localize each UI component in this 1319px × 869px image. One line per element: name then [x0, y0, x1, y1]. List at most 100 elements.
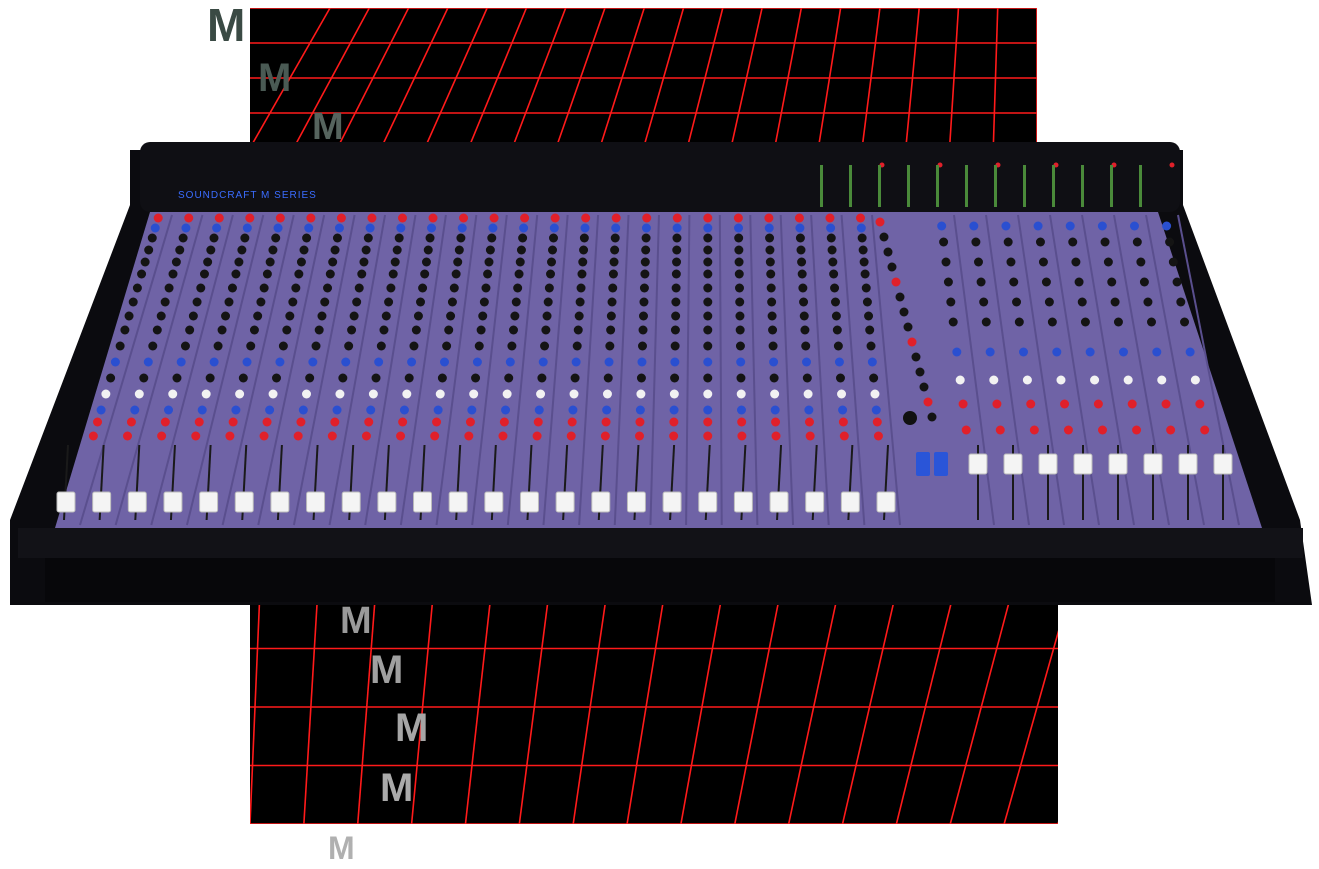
- channel-knob[interactable]: [734, 283, 744, 293]
- channel-knob[interactable]: [371, 373, 381, 383]
- channel-knob[interactable]: [601, 417, 611, 427]
- channel-knob[interactable]: [459, 213, 469, 223]
- channel-knob[interactable]: [734, 257, 744, 267]
- channel-knob[interactable]: [498, 431, 508, 441]
- channel-knob[interactable]: [197, 405, 207, 415]
- group-knob[interactable]: [979, 297, 989, 307]
- channel-knob[interactable]: [703, 223, 713, 233]
- channel-knob[interactable]: [479, 297, 489, 307]
- channel-knob[interactable]: [317, 311, 327, 321]
- group-knob[interactable]: [1129, 221, 1139, 231]
- group-knob[interactable]: [1014, 317, 1024, 327]
- channel-knob[interactable]: [139, 373, 149, 383]
- channel-knob[interactable]: [439, 357, 449, 367]
- channel-knob[interactable]: [381, 311, 391, 321]
- channel-knob[interactable]: [642, 213, 652, 223]
- group-knob[interactable]: [969, 221, 979, 231]
- channel-knob[interactable]: [123, 431, 133, 441]
- channel-knob[interactable]: [249, 325, 259, 335]
- channel-knob[interactable]: [771, 431, 781, 441]
- group-knob[interactable]: [1162, 221, 1172, 231]
- channel-knob[interactable]: [671, 283, 681, 293]
- channel-knob[interactable]: [703, 325, 713, 335]
- channel-knob[interactable]: [826, 223, 836, 233]
- channel-knob[interactable]: [837, 389, 847, 399]
- channel-knob[interactable]: [359, 257, 369, 267]
- channel-knob[interactable]: [830, 283, 840, 293]
- channel-knob[interactable]: [487, 233, 497, 243]
- channel-knob[interactable]: [176, 357, 186, 367]
- channel-knob[interactable]: [510, 311, 520, 321]
- channel-knob[interactable]: [469, 389, 479, 399]
- channel-knob[interactable]: [298, 405, 308, 415]
- channel-knob[interactable]: [275, 357, 285, 367]
- channel-knob[interactable]: [404, 373, 414, 383]
- group-knob[interactable]: [1012, 297, 1022, 307]
- channel-knob[interactable]: [505, 357, 515, 367]
- group-fader[interactable]: [1073, 453, 1093, 475]
- channel-knob[interactable]: [484, 257, 494, 267]
- group-fader[interactable]: [1003, 453, 1023, 475]
- channel-fader[interactable]: [698, 491, 718, 513]
- channel-fader[interactable]: [127, 491, 147, 513]
- channel-knob[interactable]: [140, 257, 150, 267]
- channel-knob[interactable]: [641, 233, 651, 243]
- group-knob[interactable]: [1029, 425, 1039, 435]
- master-fader-left[interactable]: [916, 452, 930, 476]
- channel-knob[interactable]: [209, 357, 219, 367]
- channel-knob[interactable]: [670, 341, 680, 351]
- channel-knob[interactable]: [861, 283, 871, 293]
- channel-knob[interactable]: [449, 283, 459, 293]
- channel-fader[interactable]: [341, 491, 361, 513]
- channel-knob[interactable]: [392, 245, 402, 255]
- channel-knob[interactable]: [259, 283, 269, 293]
- channel-knob[interactable]: [273, 223, 283, 233]
- channel-knob[interactable]: [416, 297, 426, 307]
- channel-knob[interactable]: [268, 245, 278, 255]
- channel-knob[interactable]: [332, 233, 342, 243]
- group-knob[interactable]: [1157, 375, 1167, 385]
- group-knob[interactable]: [1085, 347, 1095, 357]
- group-knob[interactable]: [946, 297, 956, 307]
- channel-knob[interactable]: [465, 417, 475, 427]
- channel-knob[interactable]: [341, 357, 351, 367]
- channel-fader[interactable]: [92, 491, 112, 513]
- channel-knob[interactable]: [575, 297, 585, 307]
- channel-knob[interactable]: [636, 389, 646, 399]
- channel-fader[interactable]: [519, 491, 539, 513]
- channel-knob[interactable]: [703, 341, 713, 351]
- channel-knob[interactable]: [144, 245, 154, 255]
- channel-knob[interactable]: [581, 213, 591, 223]
- channel-knob[interactable]: [453, 257, 463, 267]
- channel-knob[interactable]: [507, 341, 517, 351]
- channel-knob[interactable]: [636, 373, 646, 383]
- channel-knob[interactable]: [826, 233, 836, 243]
- channel-fader[interactable]: [199, 491, 219, 513]
- channel-knob[interactable]: [120, 325, 130, 335]
- channel-knob[interactable]: [640, 257, 650, 267]
- channel-knob[interactable]: [447, 297, 457, 307]
- channel-knob[interactable]: [240, 233, 250, 243]
- channel-knob[interactable]: [88, 431, 98, 441]
- channel-knob[interactable]: [768, 325, 778, 335]
- master-knob[interactable]: [899, 307, 909, 317]
- channel-knob[interactable]: [156, 311, 166, 321]
- channel-knob[interactable]: [476, 325, 486, 335]
- group-knob[interactable]: [1003, 237, 1013, 247]
- channel-knob[interactable]: [344, 341, 354, 351]
- channel-knob[interactable]: [282, 325, 292, 335]
- channel-knob[interactable]: [137, 269, 147, 279]
- channel-knob[interactable]: [838, 417, 848, 427]
- channel-knob[interactable]: [235, 389, 245, 399]
- channel-knob[interactable]: [800, 325, 810, 335]
- channel-knob[interactable]: [399, 405, 409, 415]
- group-knob[interactable]: [955, 375, 965, 385]
- channel-knob[interactable]: [538, 357, 548, 367]
- channel-knob[interactable]: [171, 257, 181, 267]
- group-knob[interactable]: [1074, 277, 1084, 287]
- master-knob[interactable]: [903, 322, 913, 332]
- channel-knob[interactable]: [206, 245, 216, 255]
- channel-knob[interactable]: [805, 431, 815, 441]
- channel-knob[interactable]: [833, 341, 843, 351]
- channel-knob[interactable]: [201, 389, 211, 399]
